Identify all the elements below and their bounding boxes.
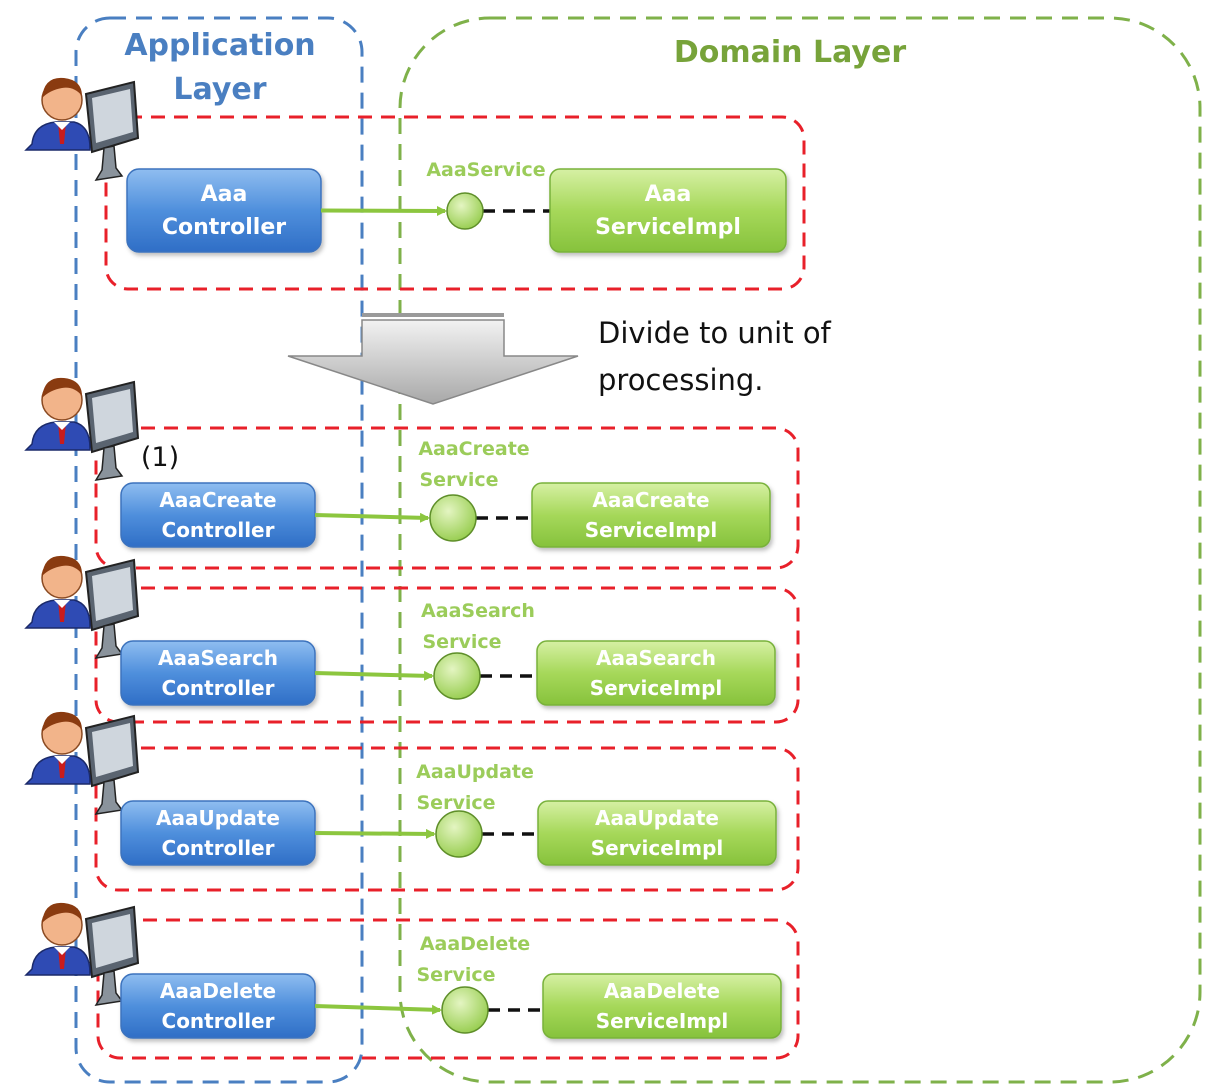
service-interface-label-line1: AaaCreate <box>418 438 529 460</box>
user-at-computer-icon <box>24 377 140 481</box>
service-impl-box[interactable] <box>536 640 776 706</box>
service-impl-label-line1: AaaUpdate <box>595 806 719 830</box>
service-impl-box[interactable] <box>542 973 782 1039</box>
process-group-border <box>94 426 800 570</box>
service-impl-label-line2: ServiceImpl <box>595 215 741 240</box>
service-impl-box[interactable] <box>531 482 771 548</box>
process-group-border <box>104 115 806 291</box>
service-interface-label-line1: AaaUpdate <box>416 761 534 783</box>
service-impl-box[interactable] <box>537 800 777 866</box>
service-interface-label-line1: AaaService <box>426 159 545 181</box>
service-impl-label-line2: ServiceImpl <box>591 836 724 860</box>
process-group-border <box>94 586 800 724</box>
service-interface-label-line2: Service <box>417 792 496 814</box>
process-group-3: AaaSearchControllerAaaSearchServiceAaaSe… <box>24 555 800 724</box>
application-layer-title-2: Layer <box>173 72 266 107</box>
controller-label-line2: Controller <box>162 215 286 240</box>
dependency-arrow <box>314 670 434 681</box>
dependency-arrow <box>314 1004 442 1015</box>
domain-layer-title: Domain Layer <box>674 35 906 70</box>
process-group-border <box>96 918 800 1060</box>
domain-layer-boundary <box>398 16 1202 1084</box>
service-impl-label-line2: ServiceImpl <box>596 1009 729 1033</box>
service-interface-label-line2: Service <box>420 469 499 491</box>
service-impl-box[interactable] <box>549 168 787 253</box>
service-impl-label-line1: AaaCreate <box>592 488 709 512</box>
dependency-arrow <box>314 828 436 839</box>
process-group-border <box>94 746 800 892</box>
divide-note-line1: Divide to unit of <box>598 316 832 350</box>
service-impl-label-line1: Aaa <box>645 182 692 207</box>
service-interface-label-line2: Service <box>423 631 502 653</box>
service-interface-label-line1: AaaDelete <box>420 933 530 955</box>
step-marker: (1) <box>141 442 179 473</box>
controller-label-line1: AaaSearch <box>158 646 278 670</box>
application-layer-title: Application <box>124 28 315 63</box>
controller-label-line2: Controller <box>162 836 275 860</box>
service-impl-label-line1: AaaSearch <box>596 646 716 670</box>
service-interface-icon <box>433 652 481 700</box>
process-group-2: AaaCreateControllerAaaCreateServiceAaaCr… <box>24 377 800 570</box>
controller-label-line1: AaaUpdate <box>156 806 280 830</box>
process-group-5: AaaDeleteControllerAaaDeleteServiceAaaDe… <box>24 902 800 1060</box>
service-interface-label-line2: Service <box>417 964 496 986</box>
controller-label-line1: Aaa <box>201 182 248 207</box>
service-interface-icon <box>429 494 477 542</box>
service-interface-icon <box>435 810 483 858</box>
application-layer-boundary <box>74 16 364 1084</box>
user-at-computer-icon <box>24 555 140 659</box>
divide-note-line2: processing. <box>598 363 764 397</box>
dependency-arrow <box>314 512 430 523</box>
process-group-4: AaaUpdateControllerAaaUpdateServiceAaaUp… <box>24 711 800 892</box>
controller-label-line2: Controller <box>162 1009 275 1033</box>
controller-label-line2: Controller <box>162 676 275 700</box>
controller-label-line1: AaaCreate <box>159 488 276 512</box>
controller-label-line1: AaaDelete <box>160 979 276 1003</box>
user-at-computer-icon <box>24 711 140 815</box>
user-at-computer-icon <box>24 77 140 181</box>
service-impl-label-line1: AaaDelete <box>604 979 720 1003</box>
user-at-computer-icon <box>24 902 140 1006</box>
service-impl-label-line2: ServiceImpl <box>590 676 723 700</box>
service-interface-label-line1: AaaSearch <box>421 600 535 622</box>
controller-label-line2: Controller <box>162 518 275 542</box>
dependency-arrow <box>320 205 447 216</box>
service-interface-icon <box>446 192 484 230</box>
service-impl-label-line2: ServiceImpl <box>585 518 718 542</box>
divide-arrow <box>287 313 579 405</box>
service-interface-icon <box>441 986 489 1034</box>
rows-group: AaaControllerAaaServiceAaaServiceImplAaa… <box>24 77 806 1060</box>
